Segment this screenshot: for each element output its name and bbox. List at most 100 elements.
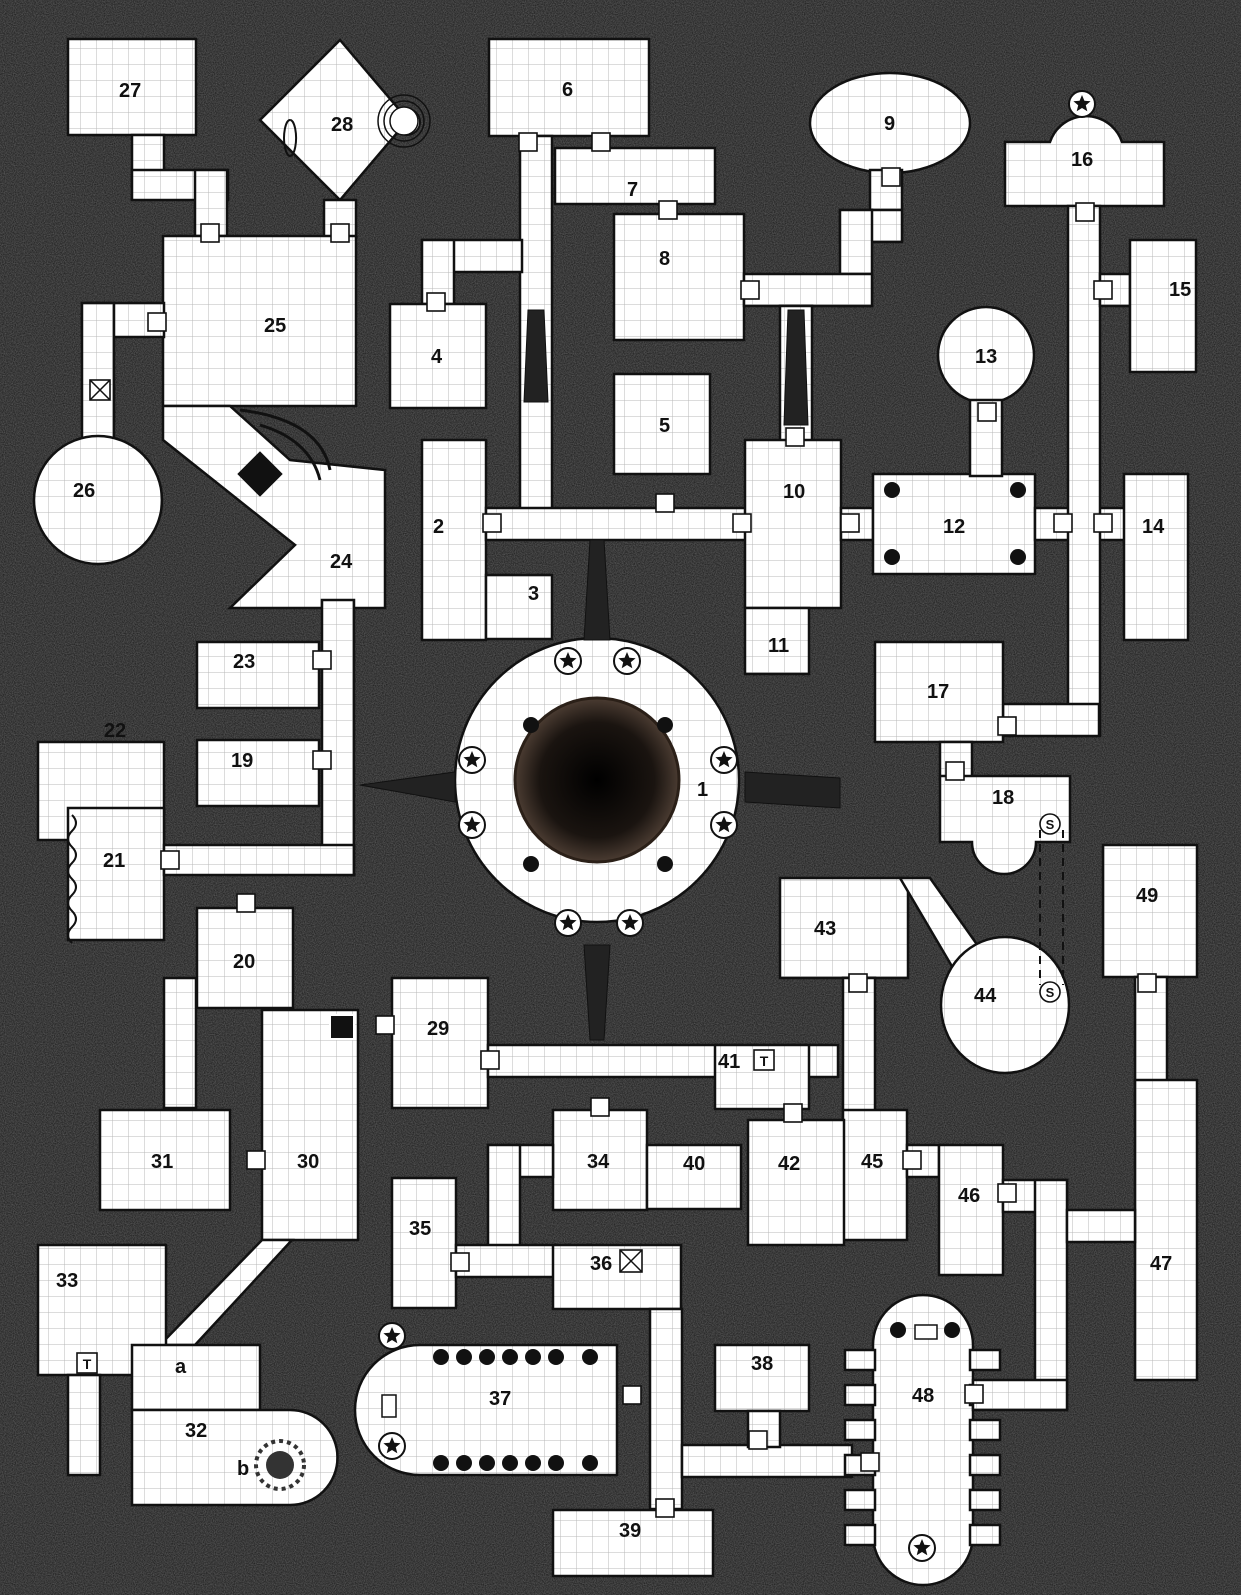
room-label-7: 7	[627, 179, 638, 201]
pillar-icon	[890, 1322, 906, 1338]
room-39-floor	[551, 1508, 715, 1578]
corridor-36-39	[648, 1307, 684, 1511]
room-5-floor	[612, 372, 712, 476]
door-icon	[977, 402, 997, 422]
room-26-floor	[32, 434, 164, 566]
room-29-floor	[390, 976, 490, 1110]
room-46-floor	[937, 1143, 1005, 1277]
room-11-floor	[743, 606, 811, 676]
pillar-icon	[479, 1455, 495, 1471]
room-35-floor	[390, 1176, 458, 1310]
room-25-floor	[161, 234, 358, 408]
stairs-group	[359, 309, 841, 1041]
room-label-34: 34	[587, 1151, 610, 1173]
door-icon	[450, 1252, 470, 1272]
star-statue-icon	[616, 909, 644, 937]
corridor-2-10	[484, 506, 748, 542]
trap-marker-33: T	[83, 1356, 92, 1372]
star-statue-icon	[613, 647, 641, 675]
room-label-22: 22	[104, 720, 126, 742]
star-statue-icon	[378, 1432, 406, 1460]
room-47-floor	[1133, 1078, 1199, 1382]
star-statue-icon	[458, 811, 486, 839]
door-icon	[590, 1097, 610, 1117]
pillar-icon	[525, 1455, 541, 1471]
door-icon	[312, 650, 332, 670]
secret-door-icon	[1039, 981, 1061, 1003]
pillar-icon	[582, 1455, 598, 1471]
door-icon	[732, 513, 752, 533]
room-21-floor	[66, 806, 166, 942]
corridor-35-36	[454, 1243, 558, 1279]
room-label-11: 11	[768, 635, 789, 657]
room-label-28: 28	[331, 114, 353, 136]
floor-layer	[32, 37, 1199, 1587]
corridor-17	[1001, 702, 1101, 738]
pillars	[433, 482, 1026, 1471]
pillar-icon	[525, 1349, 541, 1365]
pillar-icon	[479, 1349, 495, 1365]
door-icon	[1053, 513, 1073, 533]
secret-door-icon	[1039, 813, 1061, 835]
door-icon	[964, 1384, 984, 1404]
star-statue-icon	[378, 1322, 406, 1350]
corridor-33	[66, 1373, 102, 1477]
room-16-floor	[1003, 114, 1166, 208]
corridor-46-47	[1065, 1208, 1137, 1244]
portcullis-icon	[237, 451, 283, 497]
room-7-floor	[553, 146, 717, 206]
room-label-29: 29	[427, 1018, 449, 1040]
room-18-floor	[938, 774, 1072, 876]
door-icon	[518, 132, 538, 152]
room-label-30: 30	[297, 1151, 319, 1173]
corridor-8-9	[742, 272, 874, 308]
door-icon	[740, 280, 760, 300]
room-label-13: 13	[975, 346, 997, 368]
room-label-37: 37	[489, 1388, 511, 1410]
sub-area-label-b: b	[237, 1458, 249, 1480]
room-label-25: 25	[264, 315, 286, 337]
room-label-15: 15	[1169, 279, 1191, 301]
room-40-floor	[645, 1143, 743, 1211]
door-icon	[375, 1015, 395, 1035]
door-icon	[655, 493, 675, 513]
door-icon	[312, 750, 332, 770]
room-49-floor	[1101, 843, 1199, 979]
room-37-floor	[353, 1343, 619, 1477]
corridor-39-48	[680, 1443, 854, 1479]
door-icon	[655, 1498, 675, 1518]
door-icon	[658, 200, 678, 220]
room-label-10: 10	[783, 481, 805, 503]
pillar-icon	[884, 482, 900, 498]
room-38-floor	[713, 1343, 811, 1413]
room-label-48: 48	[912, 1385, 934, 1407]
door-icon	[236, 893, 256, 913]
pillar-icon	[657, 856, 673, 872]
door-icon	[426, 292, 446, 312]
room-label-36: 36	[590, 1253, 612, 1275]
room-label-33: 33	[56, 1270, 78, 1292]
room-label-38: 38	[751, 1353, 773, 1375]
markers: T T S S	[76, 813, 1061, 1374]
room-label-43: 43	[814, 918, 836, 940]
room-label-23: 23	[233, 651, 255, 673]
room-14-floor	[1122, 472, 1190, 642]
room-4-floor	[388, 302, 488, 410]
room-label-12: 12	[943, 516, 965, 538]
room-label-16: 16	[1071, 149, 1093, 171]
room-44-floor	[939, 935, 1071, 1075]
chest-icon-mark	[619, 1249, 643, 1273]
room-label-39: 39	[619, 1520, 641, 1542]
room-24-floor	[161, 404, 387, 610]
sun-sigil-icon	[254, 1439, 306, 1491]
portal-rings-icon	[377, 94, 431, 148]
room-31-floor	[98, 1108, 232, 1212]
star-statue-icon	[458, 746, 486, 774]
room-label-4: 4	[431, 346, 443, 368]
room-label-31: 31	[151, 1151, 173, 1173]
star-statue-icon	[554, 909, 582, 937]
rubble-icon	[239, 408, 332, 481]
secret-marker-44: S	[1046, 985, 1055, 1000]
room-label-35: 35	[409, 1218, 431, 1240]
statues	[378, 90, 1096, 1562]
